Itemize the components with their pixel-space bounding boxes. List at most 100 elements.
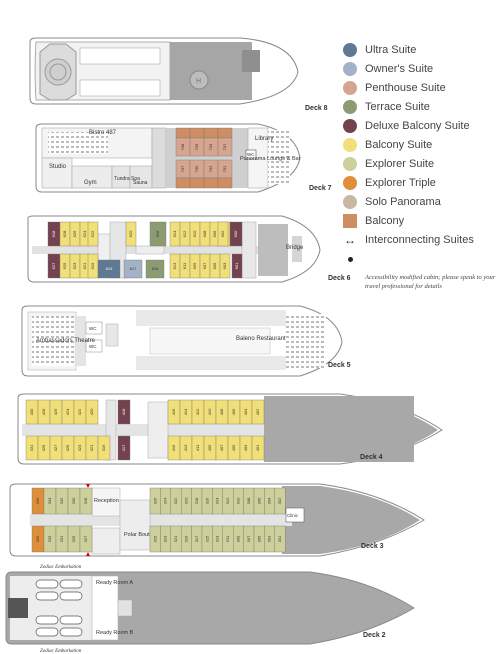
cabin-number: 620 — [128, 230, 133, 237]
cabin-number: 619 — [90, 262, 95, 269]
cabin-number: 307 — [246, 535, 251, 542]
cabin-number: 614 — [172, 230, 177, 237]
cabin-number: 600 — [233, 230, 238, 237]
deck-3-label: Deck 3 — [361, 543, 384, 550]
cabin-number: 621 — [82, 262, 87, 269]
legend-item: Owner's Suite — [343, 61, 433, 77]
legend-label: Ultra Suite — [365, 44, 417, 56]
gym-label: Gym — [84, 180, 97, 186]
legend-swatch — [343, 138, 357, 152]
cabin-number: 316 — [204, 497, 209, 504]
cabin — [79, 525, 93, 553]
cabin-number: 606 — [212, 230, 217, 237]
cabin-number: 404 — [243, 408, 248, 415]
deck-8: H Deck 8 — [29, 37, 328, 112]
legend-label: Deluxe Balcony Suite — [365, 120, 470, 132]
cabin-number: 624 — [82, 230, 87, 237]
studio-label: Studio — [49, 164, 67, 170]
cabin-number: 424 — [65, 408, 70, 415]
bistro-label: Bistro 487 — [89, 130, 117, 136]
legend-label: Owner's Suite — [365, 63, 434, 75]
cabin-number: 705 — [194, 165, 199, 172]
cabin-number: 615 — [152, 266, 159, 271]
cabin-number: 617 — [130, 266, 137, 271]
cabin-number: 403 — [243, 444, 248, 451]
cabin — [251, 435, 265, 461]
cabin-number: 306 — [256, 497, 261, 504]
double-arrow-icon: ↔ — [344, 233, 356, 247]
cabin-number: 427 — [53, 444, 58, 451]
cabin-number: 408 — [219, 408, 224, 415]
zodiac-embarkation-bottom: Zodiac Embarkation — [40, 649, 82, 654]
cabin — [217, 177, 233, 189]
deck-6-label: Deck 6 — [328, 275, 351, 282]
cabin-number: 329 — [71, 535, 76, 542]
cabin-number: 612 — [182, 230, 187, 237]
cabin-number: 302 — [277, 497, 282, 504]
cabin — [145, 259, 165, 279]
cabin-number: 414 — [183, 408, 188, 415]
cabin-number: 431 — [29, 444, 34, 451]
cabin-number: 628 — [62, 230, 67, 237]
cabin-number: 409 — [207, 444, 212, 451]
cabin-number: 320 — [183, 497, 188, 504]
legend-interconnecting: ↔Interconnecting Suites — [343, 232, 474, 248]
cabin-number: 622 — [90, 230, 95, 237]
cabin-number: 423 — [77, 444, 82, 451]
cabin-number: 407 — [219, 444, 224, 451]
legend-item: Penthouse Suite — [343, 80, 446, 96]
cabin — [251, 399, 265, 425]
cabin-number: 323 — [163, 535, 168, 542]
cabin — [229, 221, 243, 247]
legend-swatch — [343, 119, 357, 133]
cabin-number: 426 — [53, 408, 58, 415]
cabin-number: 310 — [235, 497, 240, 504]
cabin — [274, 525, 286, 553]
cabin-number: 430 — [29, 408, 34, 415]
cabin-number: 601 — [234, 262, 239, 269]
cabin — [231, 253, 243, 279]
cabin-number: 405 — [231, 444, 236, 451]
cabin-number: 627 — [51, 262, 56, 269]
cabin-number: 332 — [59, 497, 64, 504]
deck-5: Ambassadors Theatre WC WC Baleno Restaur… — [21, 305, 351, 377]
cabin — [274, 487, 286, 515]
cabin-number: 308 — [246, 497, 251, 504]
cabin — [217, 137, 233, 157]
legend-swatch — [343, 100, 357, 114]
cabin-number: 331 — [59, 535, 64, 542]
cabin-number: 334 — [47, 497, 52, 504]
cabin-number: 303 — [267, 535, 272, 542]
cabin — [203, 127, 219, 139]
legend-swatch — [343, 176, 357, 190]
cabin-number: 319 — [183, 535, 188, 542]
cabin-number: 626 — [72, 230, 77, 237]
cabin-number: 416 — [171, 408, 176, 415]
deck-2: Ready Room A Ready Room B Zodiac Embarka… — [5, 565, 415, 654]
cabin — [125, 221, 137, 247]
cabin — [87, 221, 99, 247]
cabin-number: 428 — [41, 408, 46, 415]
svg-text:H: H — [196, 78, 201, 85]
cabin — [175, 177, 191, 189]
legend-item: Deluxe Balcony Suite — [343, 118, 470, 134]
cabin-number: 422 — [77, 408, 82, 415]
cabin — [219, 253, 231, 279]
cabin — [149, 221, 167, 247]
cabin-number: 328 — [83, 497, 88, 504]
cabin-number: 309 — [235, 535, 240, 542]
cabin — [97, 259, 121, 279]
cabin-number: 704 — [208, 143, 213, 150]
ready-room-a-label: Ready Room A — [96, 580, 133, 586]
cabin-number: 411 — [195, 444, 200, 451]
cabin-number: 324 — [163, 497, 168, 504]
wc-label-5a: WC — [89, 326, 97, 331]
legend-item: Solo Panorama — [343, 194, 441, 210]
cabin-number: 315 — [204, 535, 209, 542]
legend-item: Explorer Triple — [343, 175, 436, 191]
cabin-number: 311 — [225, 535, 230, 542]
